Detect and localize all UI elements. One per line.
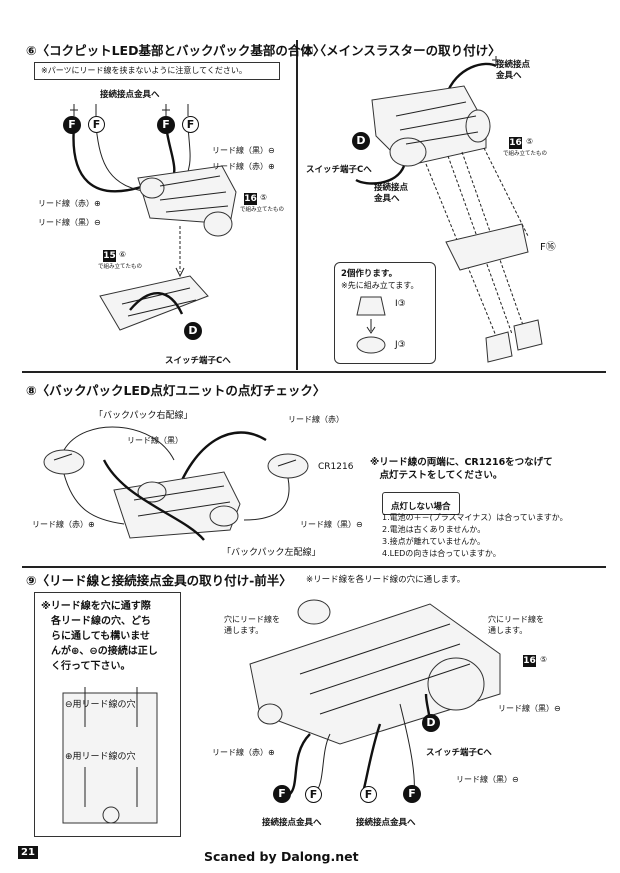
step8-black-top: リード線（黒）	[127, 436, 183, 445]
step7-contacts-mid: 接続接点 金具へ	[374, 183, 409, 204]
step9-red-left: リード線（赤）⊕	[212, 748, 275, 757]
step6-illustration	[70, 104, 237, 331]
step8-left-line: 「バックパック左配線」	[222, 548, 321, 558]
step9-black-bottom: リード線（黒）⊖	[456, 775, 519, 784]
step7-title: ⑦〈メインスラスターの取り付け〉	[303, 43, 501, 58]
step6-label-contacts: 接続接点金具へ	[100, 90, 160, 100]
step8-right-line: 「バックパック右配線」	[94, 411, 193, 421]
step8-title: ⑧〈バックパックLED点灯ユニットの点灯チェック〉	[26, 383, 326, 398]
step7-part16-sub: で組み立てたもの	[503, 151, 548, 157]
step8-illustration	[43, 426, 309, 541]
step9-contacts-left: 接続接点金具へ	[262, 818, 322, 828]
step6-note: ※パーツにリード線を挟まないように注意してください。	[41, 66, 247, 75]
step6-part16-step: ⑤	[260, 193, 268, 202]
step6-label-black-left: リード線（黒）⊖	[38, 218, 101, 227]
step6-F-badge-4: F	[182, 116, 199, 133]
step9-hole-left: 穴にリード線を 通します。	[224, 615, 280, 635]
step6-switch-label: スイッチ端子Cへ	[165, 356, 231, 366]
step6-label-red-left: リード線（赤）⊕	[38, 199, 101, 208]
page-number: 21	[18, 846, 38, 859]
step8-battery-label: CR1216	[318, 462, 354, 472]
step6-F-badge-2: F	[88, 116, 105, 133]
step6-F-badge-1: F	[63, 116, 81, 134]
step8-no-light-header-text: 点灯しない場合	[391, 502, 451, 512]
step8-check-1: 1.電池の＋－(プラスマイナス）は合っていますか。	[382, 513, 568, 522]
step9-black-right: リード線（黒）⊖	[498, 704, 561, 713]
step9-title-note: ※リード線を各リード線の穴に通します。	[306, 575, 466, 585]
step7-D-badge: D	[352, 132, 370, 150]
step6-part15-sub: で組み立てたもの	[98, 264, 143, 270]
step9-part16-badge: 16	[523, 655, 536, 667]
step7-part16-step: ⑤	[526, 137, 534, 146]
divider-step6-7	[296, 40, 298, 370]
step6-F-badge-3: F	[157, 116, 175, 134]
step7-contacts-top: 接続接点 金具へ	[496, 60, 531, 81]
step8-check-2: 2.電池は古くありませんか。	[382, 525, 486, 534]
step9-minus-hole: ⊖用リード線の穴	[65, 700, 136, 710]
step7-subassembly-box: 2個作ります。 ※先に組み立てます。 I③ J③	[334, 262, 436, 364]
divider-step8	[22, 566, 606, 568]
step6-title: ⑥〈コクピットLED基部とバックパック基部の合体〉	[26, 43, 326, 58]
step6-label-black-minus: リード線（黒）⊖	[212, 146, 275, 155]
step7-subassembly-parts	[356, 296, 386, 354]
step9-title: ⑨〈リード線と接続接点金具の取り付け-前半〉	[26, 573, 292, 588]
step9-F-badge-3: F	[360, 786, 377, 803]
step7-part-f16: F⑯	[540, 242, 556, 253]
step6-part16-badge: 16	[244, 193, 257, 205]
step8-instruction: ※リード線の両端に、CR1216をつなげて 点灯テストをしてください。	[370, 457, 553, 481]
step8-check-4: 4.LEDの向きは合っていますか。	[382, 549, 501, 558]
step8-check-3: 3.接点が離れていませんか。	[382, 537, 485, 546]
step9-D-badge: D	[422, 714, 440, 732]
step9-F-badge-1: F	[273, 785, 291, 803]
step7-illustration	[355, 56, 543, 363]
step9-illustration	[249, 599, 501, 797]
step8-red-left: リード線（赤）⊕	[32, 520, 95, 529]
step6-part15-step: ⑥	[119, 250, 127, 259]
step8-black-right: リード線（黒）⊖	[300, 520, 363, 529]
step9-side-note: ※リード線を穴に通す際 各リード線の穴、どち らに通しても構いませ んが⊕、⊖の…	[41, 601, 158, 672]
step6-D-badge: D	[184, 322, 202, 340]
divider-top-row	[22, 371, 606, 373]
step6-part15-badge: 15	[103, 250, 116, 262]
step7-part-j: J③	[395, 340, 406, 350]
step6-note-box: ※パーツにリード線を挟まないように注意してください。	[34, 62, 280, 80]
step9-F-badge-4: F	[403, 785, 421, 803]
step9-contacts-right: 接続接点金具へ	[356, 818, 416, 828]
step7-switch-label: スイッチ端子Cへ	[306, 165, 372, 175]
step6-label-red-plus: リード線（赤）⊕	[212, 162, 275, 171]
scan-credit: Scaned by Dalong.net	[204, 849, 359, 864]
step7-assemble-first: ※先に組み立てます。	[341, 281, 419, 290]
step7-part16-badge: 16	[509, 137, 522, 149]
step8-red-top: リード線（赤）	[288, 415, 344, 424]
step6-part16-sub: で組み立てたもの	[240, 207, 285, 213]
step7-part-i: I③	[395, 299, 406, 309]
step9-hole-right: 穴にリード線を 通します。	[488, 615, 544, 635]
step9-side-panel: ※リード線を穴に通す際 各リード線の穴、どち らに通しても構いませ んが⊕、⊖の…	[34, 592, 181, 837]
step9-F-badge-2: F	[305, 786, 322, 803]
step9-part16-step: ⑤	[540, 655, 548, 664]
step9-plus-hole: ⊕用リード線の穴	[65, 752, 136, 762]
step8-no-light-header: 点灯しない場合	[382, 492, 460, 515]
step9-switch: スイッチ端子Cへ	[426, 748, 492, 758]
step9-side-illustration	[62, 687, 158, 824]
step7-make-two: 2個作ります。	[341, 269, 398, 279]
